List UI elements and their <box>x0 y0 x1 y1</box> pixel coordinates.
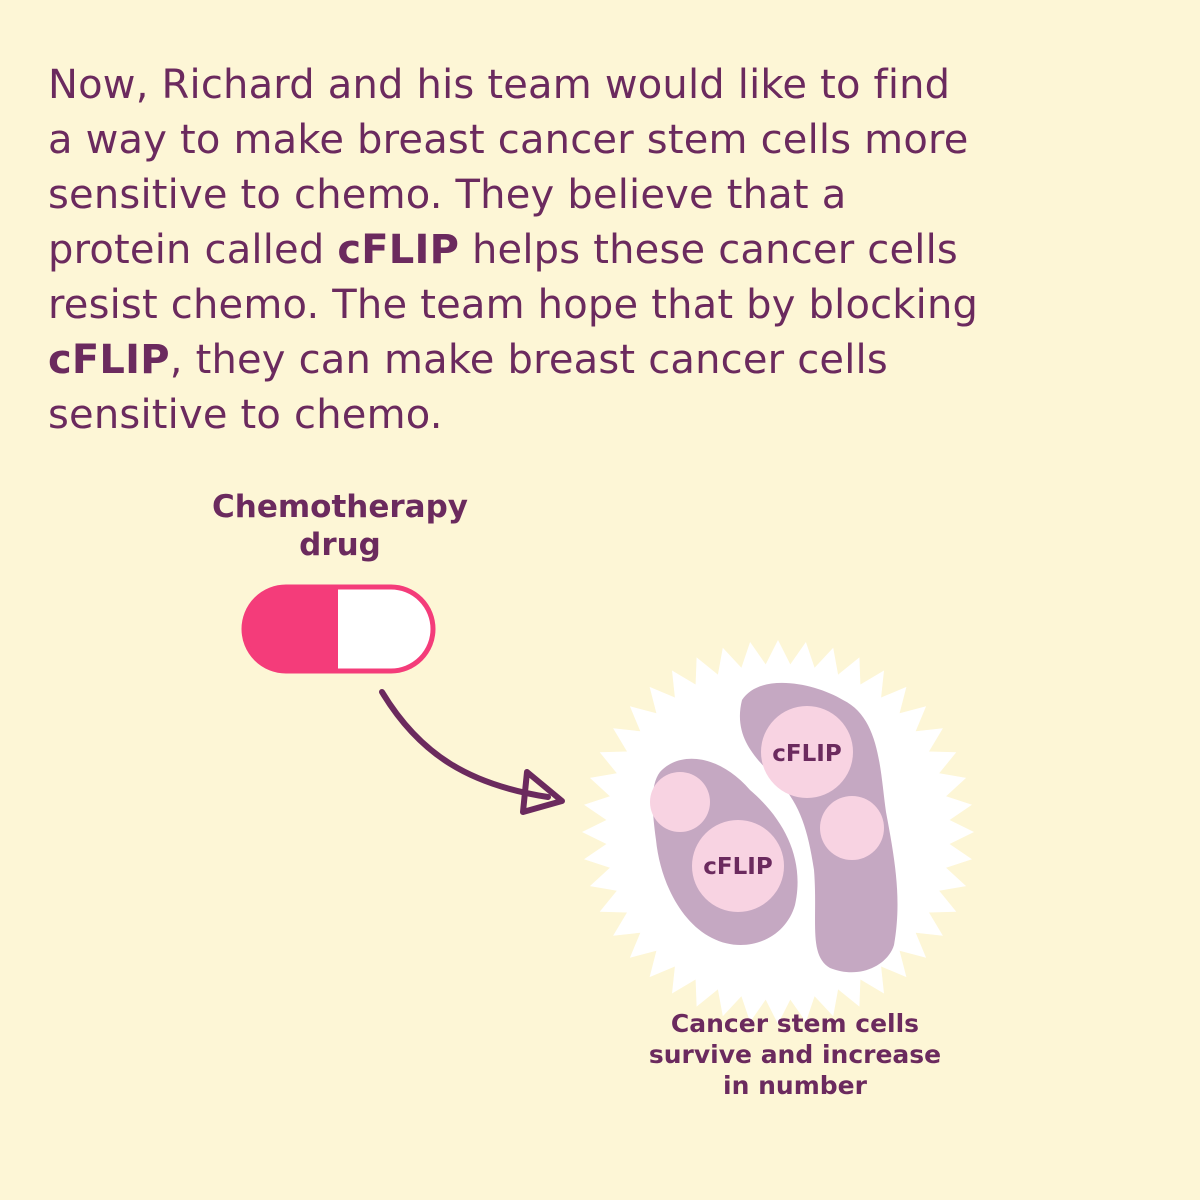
intro-text: Now, Richard and his team would like to … <box>48 62 951 108</box>
intro-line: a way to make breast cancer stem cells m… <box>48 113 1168 168</box>
capsule-icon <box>241 584 436 674</box>
cells-label-line2: survive and increase <box>648 1040 942 1069</box>
intro-text: helps these cancer cells <box>459 227 958 273</box>
cells-label: Cancer stem cells survive and increase i… <box>600 1008 990 1101</box>
intro-text: resist chemo. The team hope that by bloc… <box>48 282 979 328</box>
drug-label-line2: drug <box>299 527 381 563</box>
intro-text: sensitive to chemo. <box>48 392 443 438</box>
intro-line: resist chemo. The team hope that by bloc… <box>48 278 1168 333</box>
nucleus <box>761 706 853 798</box>
intro-line: protein called cFLIP helps these cancer … <box>48 223 1168 278</box>
cells-label-line3: in number <box>723 1071 867 1100</box>
intro-line: sensitive to chemo. They believe that a <box>48 168 1168 223</box>
cflip-label-upper: cFLIP <box>772 741 841 767</box>
capsule-white-half <box>338 587 433 671</box>
intro-bold-term: cFLIP <box>337 227 460 273</box>
cancer-stem-cell-right <box>739 682 898 973</box>
intro-line: sensitive to chemo. <box>48 388 1168 443</box>
cflip-label-lower: cFLIP <box>703 854 772 880</box>
intro-text: protein called <box>48 227 338 273</box>
intro-line: cFLIP, they can make breast cancer cells <box>48 333 1168 388</box>
capsule-pink-half <box>244 587 338 671</box>
intro-bold-term: cFLIP <box>48 337 170 383</box>
drug-label: Chemotherapy drug <box>180 488 500 564</box>
nucleus <box>650 772 710 832</box>
capsule-outline <box>241 584 436 674</box>
drug-label-line1: Chemotherapy <box>212 489 468 525</box>
nucleus <box>820 796 884 860</box>
intro-text: sensitive to chemo. They believe that a <box>48 172 847 218</box>
intro-line: Now, Richard and his team would like to … <box>48 58 1168 113</box>
intro-text: a way to make breast cancer stem cells m… <box>48 117 969 163</box>
curved-arrow-icon <box>379 689 565 815</box>
intro-paragraph: Now, Richard and his team would like to … <box>48 58 1168 443</box>
nucleus <box>692 820 784 912</box>
intro-text: , they can make breast cancer cells <box>169 337 888 383</box>
cancer-stem-cell-left <box>650 758 798 946</box>
cells-label-line1: Cancer stem cells <box>670 1009 920 1038</box>
